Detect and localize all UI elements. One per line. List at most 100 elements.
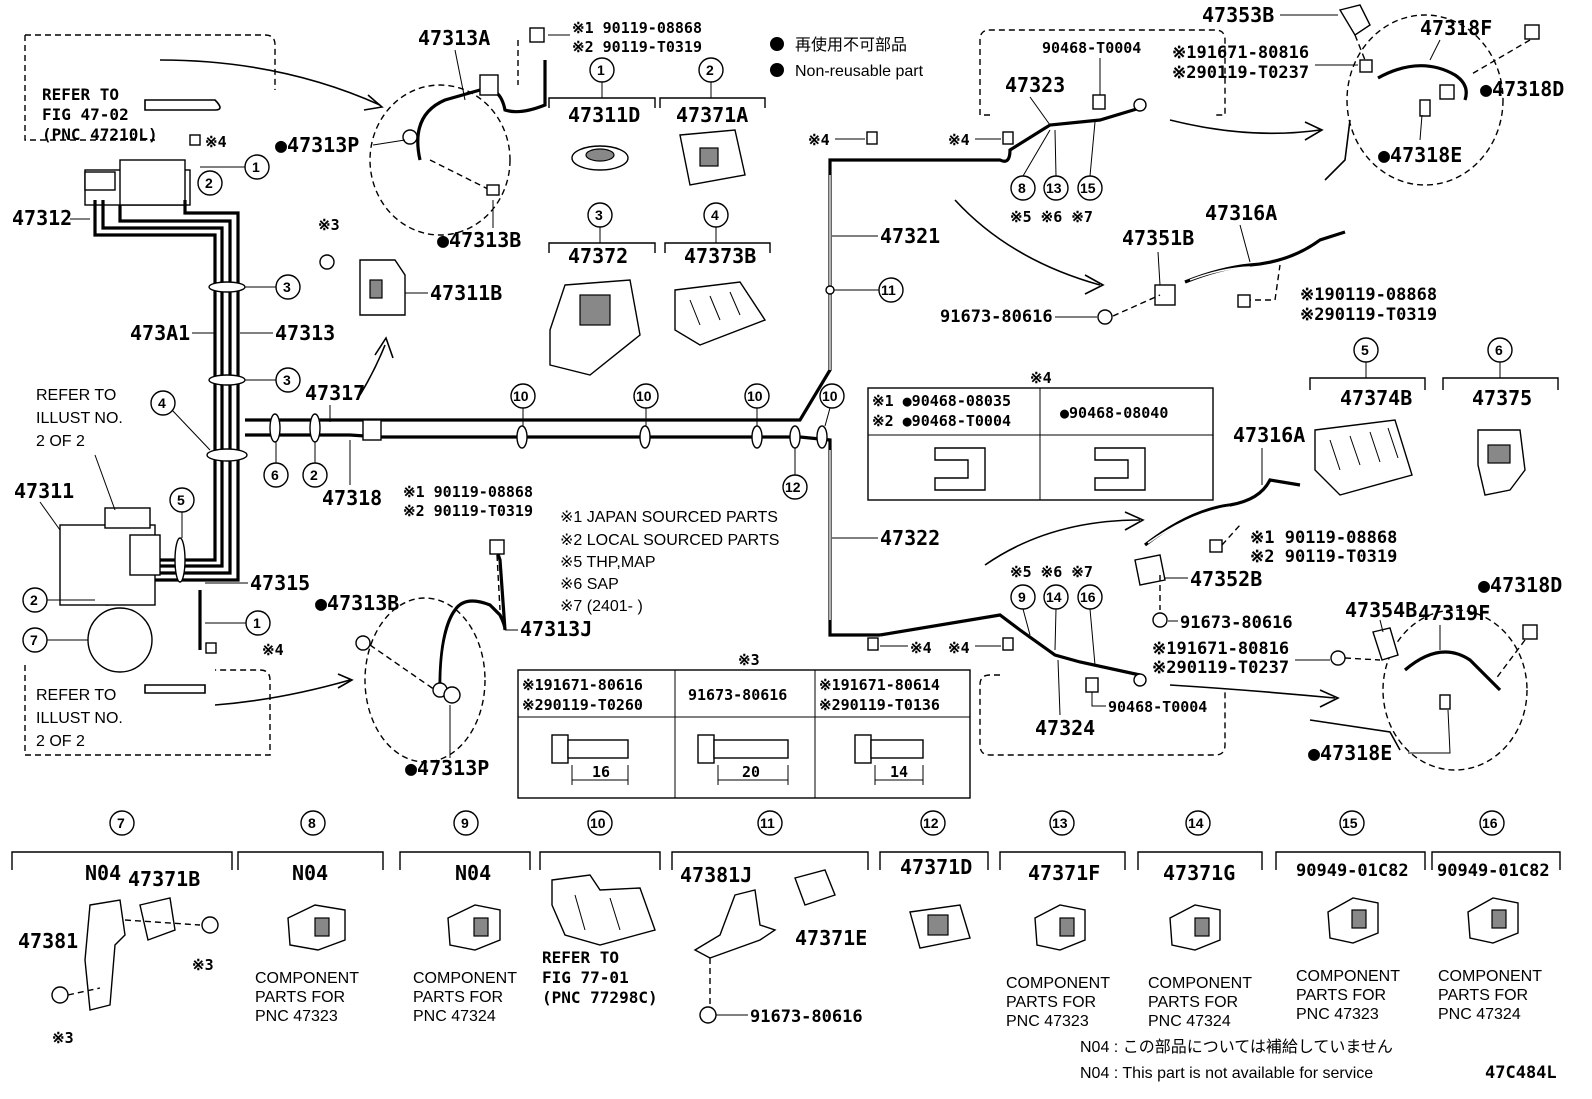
footer-n04-jp: N04 : この部品については補給していません: [1080, 1038, 1393, 1056]
svg-text:9: 9: [1018, 589, 1026, 605]
svg-text:2: 2: [310, 467, 318, 483]
bottom-part-47371F: 47371F: [1028, 861, 1100, 885]
flex-hose-47316A-mid: 47316A ※1 90119-08868 ※2 90119-T0319 473…: [1134, 423, 1397, 633]
refer-fig-47-02-box: REFER TO FIG 47-02 (PNC 47210L): [24, 34, 384, 144]
svg-text:16: 16: [1080, 589, 1096, 605]
refer-line-1: REFER TO: [42, 85, 119, 104]
svg-text:12: 12: [785, 479, 801, 495]
bottom-cap-8-2: PARTS FOR: [255, 989, 345, 1006]
note-x4-f: ※4: [948, 639, 970, 657]
refer-illust-top-3: 2 OF 2: [36, 433, 85, 450]
bottom-num-10: 10: [590, 815, 606, 831]
svg-text:2: 2: [30, 592, 38, 608]
rear-left-box: 90468-T0004 47323 8 13 15 ※5 ※6 ※7: [954, 29, 1324, 295]
refer-77-2: FIG 77-01: [542, 968, 629, 987]
callout-num-1: 1: [597, 62, 605, 78]
bottom-cap-15-1: COMPONENT: [1296, 968, 1400, 985]
bottom-cap-9-3: PNC 47324: [413, 1008, 496, 1025]
svg-text:7: 7: [30, 632, 38, 648]
label-47324: 47324: [1035, 716, 1095, 740]
callout-num-3: 3: [595, 207, 603, 223]
flex-hose-47316A-top: 47316A 47351B 91673-80616 ※190119-08868 …: [940, 201, 1437, 327]
refer-illust-bot-1: REFER TO: [36, 687, 116, 704]
callout-num-2: 2: [706, 62, 714, 78]
table-x4-title: ※4: [1030, 369, 1052, 387]
refer-illust-top-2: ILLUST NO.: [36, 410, 123, 427]
bottom-cap-15-2: PARTS FOR: [1296, 987, 1386, 1004]
label-90119-T0237-top: ※290119-T0237: [1172, 63, 1309, 83]
front-right-wheel-assembly: ※1 90119-08868 ※2 90119-T0319 ●47313B 47…: [205, 483, 592, 780]
top-callout-1: 1 47311D: [548, 57, 656, 171]
note-567-top: ※5 ※6 ※7: [1010, 208, 1093, 226]
bottom-callout-10: 10 REFER TO FIG 77-01 (PNC 77298C): [539, 810, 661, 1007]
svg-text:10: 10: [747, 388, 763, 404]
label-47318D-top: ●47318D: [1480, 77, 1564, 101]
table-x3-d3: 14: [890, 763, 908, 781]
note-6: ※6 SAP: [560, 576, 619, 593]
bottom-num-16: 16: [1482, 815, 1498, 831]
footer: N04 : この部品については補給していません N04 : This part …: [1080, 1038, 1557, 1083]
bottom-cap-13-2: PARTS FOR: [1006, 994, 1096, 1011]
bottom-cap-14-2: PARTS FOR: [1148, 994, 1238, 1011]
legend-nonreusable-en: Non-reusable part: [795, 63, 924, 80]
rear-right-box: ※5 ※6 ※7 9 14 16 47324 90468-T0004: [979, 511, 1340, 756]
rear-left-wheel: 47353B 47318F ●47318D ●47318E ※191671-80…: [1172, 3, 1564, 186]
svg-text:8: 8: [1018, 180, 1026, 196]
label-47317: 47317: [305, 381, 365, 405]
label-90119-T0319-r1: ※290119-T0319: [1300, 305, 1437, 325]
callout-part-47372: 47372: [568, 244, 628, 268]
note-x4-a: ※4: [205, 133, 227, 151]
svg-text:3: 3: [283, 279, 291, 295]
bottom-part-N04-7: N04: [85, 861, 121, 885]
bottom-num-13: 13: [1052, 815, 1068, 831]
table-x4: ※4 ※1 ●90468-08035 ※2 ●90468-T0004 ●9046…: [867, 369, 1214, 501]
label-91671-bot: ※191671-80816: [1152, 639, 1289, 659]
svg-text:6: 6: [271, 467, 279, 483]
bottom-part-90949-01C82-16: 90949-01C82: [1437, 861, 1550, 881]
bottom-callout-row: 7 N04 47371B 47381 ※3 ※3 8 N04 COMPONENT…: [11, 810, 1561, 1047]
label-47312: 47312: [12, 206, 72, 230]
label-47311B: 47311B: [430, 281, 502, 305]
svg-text:10: 10: [822, 388, 838, 404]
bottom-num-7: 7: [117, 815, 125, 831]
bottom-part-90949-01C82-15: 90949-01C82: [1296, 861, 1409, 881]
bottom-cap-14-1: COMPONENT: [1148, 975, 1252, 992]
top-callout-5: 5 47374B: [1309, 337, 1426, 496]
bottom-part-47381J: 47381J: [680, 863, 752, 887]
footer-n04-en: N04 : This part is not available for ser…: [1080, 1065, 1373, 1082]
bottom-part-47381: 47381: [18, 929, 78, 953]
bottom-callout-14: 14 47371G COMPONENT PARTS FOR PNC 47324: [1137, 810, 1263, 1030]
label-90119-T0319-r2: ※2 90119-T0319: [1250, 547, 1397, 567]
refer-illust-top-1: REFER TO: [36, 387, 116, 404]
sourcing-notes: ※1 JAPAN SOURCED PARTS ※2 LOCAL SOURCED …: [560, 509, 779, 615]
table-x4-r3: ●90468-08040: [1060, 404, 1168, 422]
svg-text:13: 13: [1046, 180, 1062, 196]
label-47351B: 47351B: [1122, 226, 1194, 250]
refer-illust-bot-2: ILLUST NO.: [36, 710, 123, 727]
svg-text:4: 4: [158, 395, 166, 411]
top-callout-6: 6 47375: [1442, 337, 1559, 496]
label-47318E-top: ●47318E: [1378, 143, 1462, 167]
note-x4-e: ※4: [910, 639, 932, 657]
label-47313B-top: ●47313B: [437, 228, 521, 252]
table-x3-d2: 20: [742, 763, 760, 781]
refer-line-3: (PNC 47210L): [42, 125, 158, 144]
label-47318D-bot: ●47318D: [1478, 573, 1562, 597]
legend: 再使用不可部品 Non-reusable part: [770, 36, 924, 80]
svg-text:1: 1: [252, 159, 260, 175]
callout-part-47375: 47375: [1472, 386, 1532, 410]
bottom-callout-13: 13 47371F COMPONENT PARTS FOR PNC 47323: [999, 810, 1126, 1030]
label-47323: 47323: [1005, 73, 1065, 97]
bottom-cap-14-3: PNC 47324: [1148, 1013, 1231, 1030]
svg-text:15: 15: [1080, 180, 1096, 196]
main-callouts: 1 2 3 3 4 6 2 5 2 7 1 10 10 10 10 12 11: [22, 154, 904, 653]
svg-text:2: 2: [205, 175, 213, 191]
table-x3-c3a: ※191671-80614: [819, 676, 940, 694]
bottom-callout-8: 8 N04 COMPONENT PARTS FOR PNC 47323: [237, 810, 384, 1025]
label-91673-80616-b: 91673-80616: [1180, 613, 1293, 633]
master-cylinder-connector: 47312: [12, 159, 191, 230]
refer-77-1: REFER TO: [542, 948, 619, 967]
bottom-num-9: 9: [461, 815, 469, 831]
top-callout-4: 4 47373B: [664, 202, 771, 346]
